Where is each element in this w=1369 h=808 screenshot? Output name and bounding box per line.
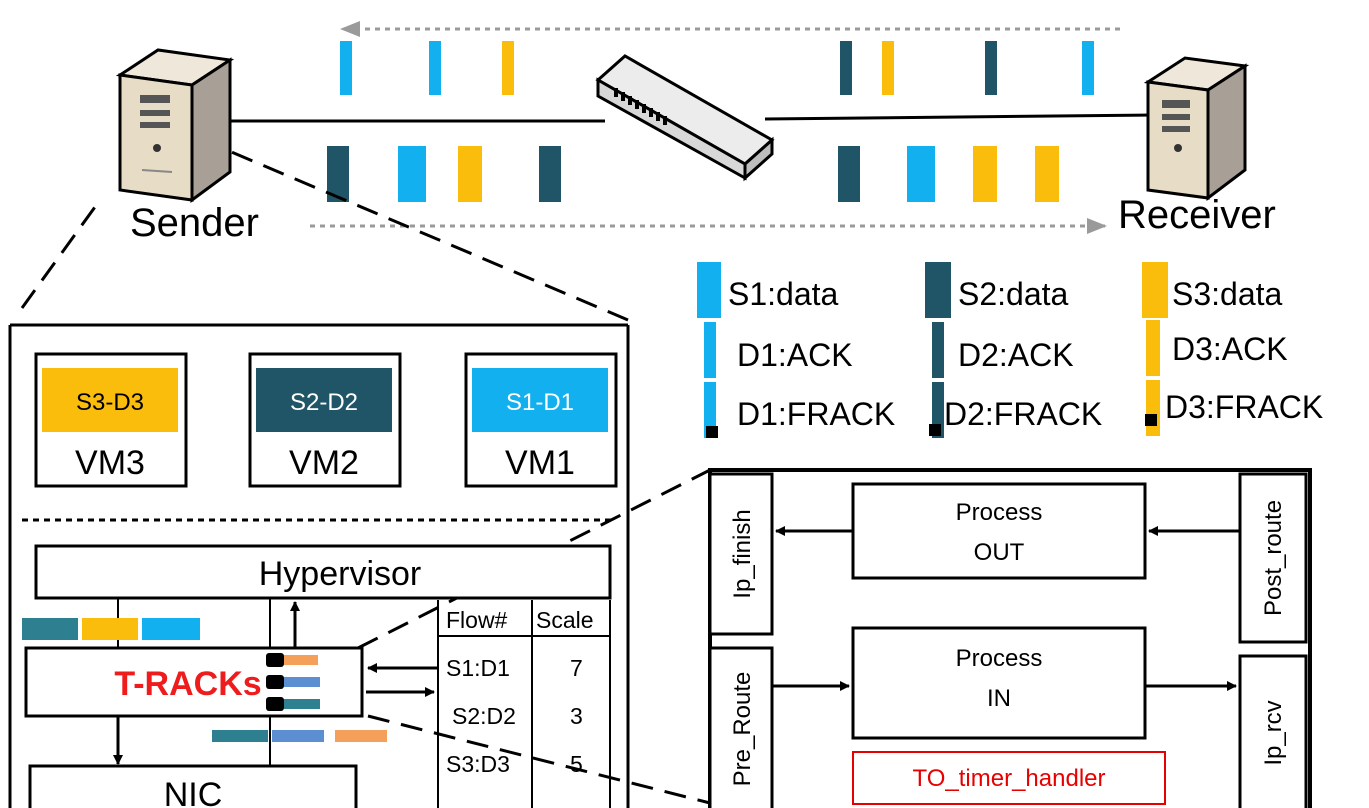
ip-finish-hook: Ip_finish — [729, 509, 756, 598]
ack-packet-s3 — [882, 41, 894, 95]
vm3-label: VM3 — [75, 444, 145, 482]
nic-box: NIC — [28, 764, 358, 808]
table-row-scale: 5 — [570, 751, 583, 777]
ack-packet-s2 — [840, 41, 852, 95]
process-out-line1: Process — [956, 499, 1043, 526]
ack-packet-s2 — [985, 41, 997, 95]
legend-swatch-d1-frack — [704, 382, 716, 438]
ip-rcv-hook: Ip_rcv — [1260, 700, 1287, 765]
legend-d3-ack: D3:ACK — [1172, 331, 1288, 367]
data-packets-forward — [327, 146, 1059, 202]
vm2-box: S2-D2 VM2 — [248, 352, 402, 488]
legend-s1-data: S1:data — [728, 276, 839, 312]
table-row-flow: S3:D3 — [446, 751, 510, 777]
switch-receiver-link — [764, 113, 1153, 121]
hypervisor-box: Hypervisor — [34, 544, 612, 600]
legend-d1-frack: D1:FRACK — [737, 396, 895, 432]
legend-d2-frack: D2:FRACK — [944, 396, 1102, 432]
legend-swatch-d1-ack — [704, 322, 716, 378]
ack-packet-s1 — [340, 41, 352, 95]
table-row-scale: 7 — [570, 655, 583, 681]
hypervisor-label: Hypervisor — [259, 555, 421, 593]
switch-icon — [595, 54, 775, 182]
sender-host-box — [8, 323, 630, 808]
data-packet-s1 — [907, 146, 935, 202]
legend-s2-data: S2:data — [958, 276, 1069, 312]
tracks-box: T-RACKs — [24, 646, 364, 718]
vm3-box: S3-D3 VM3 — [34, 352, 188, 488]
sender-server-icon — [115, 48, 235, 203]
legend-d3-frack: D3:FRACK — [1165, 389, 1323, 425]
table-header-flow: Flow# — [446, 607, 508, 633]
vm1-flow-label: S1-D1 — [506, 389, 574, 416]
nic-label: NIC — [164, 776, 223, 808]
frack-marker — [929, 424, 941, 436]
packet-legend: S1:data D1:ACK D1:FRACK S2:data D2:ACK D… — [697, 262, 1323, 438]
data-packet-s3 — [458, 146, 482, 202]
zoom-lines — [20, 146, 711, 805]
data-packet-s3 — [973, 146, 997, 202]
vm2-flow-label: S2-D2 — [290, 389, 358, 416]
legend-d1-ack: D1:ACK — [737, 337, 853, 373]
legend-swatch-s3-data — [1142, 262, 1168, 318]
legend-swatch-s2-data — [925, 262, 951, 318]
table-row-flow: S2:D2 — [452, 703, 516, 729]
legend-swatch-d3-ack — [1146, 320, 1160, 376]
vm2-label: VM2 — [289, 444, 359, 482]
process-out-line2: OUT — [974, 539, 1025, 566]
data-packet-s2 — [327, 146, 349, 202]
legend-swatch-d3-frack — [1146, 380, 1160, 436]
post-route-hook: Post_route — [1260, 500, 1287, 616]
flow-scale-table: Flow# Scale S1:D1 7 S2:D2 3 S3:D3 5 — [437, 600, 611, 808]
sender-label: Sender — [130, 201, 259, 245]
pre-route-hook: Pre_Route — [729, 672, 756, 787]
legend-swatch-d2-ack — [932, 322, 944, 378]
data-packet-s2 — [838, 146, 860, 202]
receiver-label: Receiver — [1118, 193, 1276, 237]
ack-packets-return — [340, 41, 1094, 95]
vm1-box: S1-D1 VM1 — [464, 352, 618, 488]
timer-handler-label: TO_timer_handler — [913, 765, 1106, 792]
legend-s3-data: S3:data — [1172, 276, 1283, 312]
frack-marker — [1145, 414, 1157, 426]
process-in-line2: IN — [987, 685, 1011, 712]
process-in-line1: Process — [956, 645, 1043, 672]
tracks-packet-bars — [22, 618, 387, 742]
data-packet-s3 — [1035, 146, 1059, 202]
tracks-label: T-RACKs — [114, 665, 261, 703]
vm1-label: VM1 — [505, 444, 575, 482]
netfilter-box: Ip_finish Post_route Pre_Route Ip_rcv Pr… — [708, 468, 1312, 808]
ack-packet-s3 — [502, 41, 514, 95]
legend-d2-ack: D2:ACK — [958, 337, 1074, 373]
receiver-server-icon — [1143, 56, 1250, 202]
table-row-flow: S1:D1 — [446, 655, 510, 681]
data-packet-s1 — [398, 146, 426, 202]
frack-marker — [706, 426, 718, 438]
ack-packet-s1 — [429, 41, 441, 95]
legend-swatch-s1-data — [697, 262, 721, 318]
table-row-scale: 3 — [570, 703, 583, 729]
table-header-scale: Scale — [536, 607, 594, 633]
data-packet-s2 — [539, 146, 561, 202]
vm3-flow-label: S3-D3 — [76, 389, 144, 416]
ack-packet-s1 — [1082, 41, 1094, 95]
